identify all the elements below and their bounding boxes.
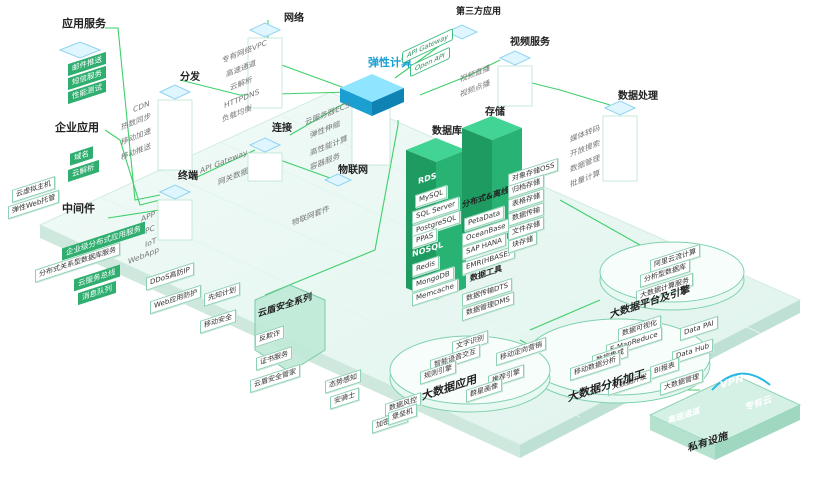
iot-title: 物联网 [338, 165, 368, 176]
video-title: 视频服务 [510, 37, 550, 48]
security-shield [254, 284, 326, 373]
distribution-title: 分发 [180, 72, 200, 83]
third-party-title: 第三方应用 [456, 7, 502, 17]
app-service-title: 应用服务 [62, 17, 106, 30]
storage-title: 存储 [485, 107, 505, 118]
network-title: 网络 [284, 13, 304, 24]
middleware-title: 中间件 [62, 202, 95, 215]
enterprise-title: 企业应用 [55, 121, 99, 134]
terminal-title: 终端 [178, 171, 198, 182]
data-processing-title: 数据处理 [618, 91, 658, 102]
connection-title: 连接 [272, 123, 292, 134]
private-facility [648, 372, 802, 460]
node-cubes [58, 22, 637, 200]
database-title: 数据库 [432, 126, 462, 137]
node-columns [157, 37, 638, 241]
elastic-compute-title: 弹性计算 [368, 56, 412, 69]
elastic-compute-cube [340, 74, 404, 116]
